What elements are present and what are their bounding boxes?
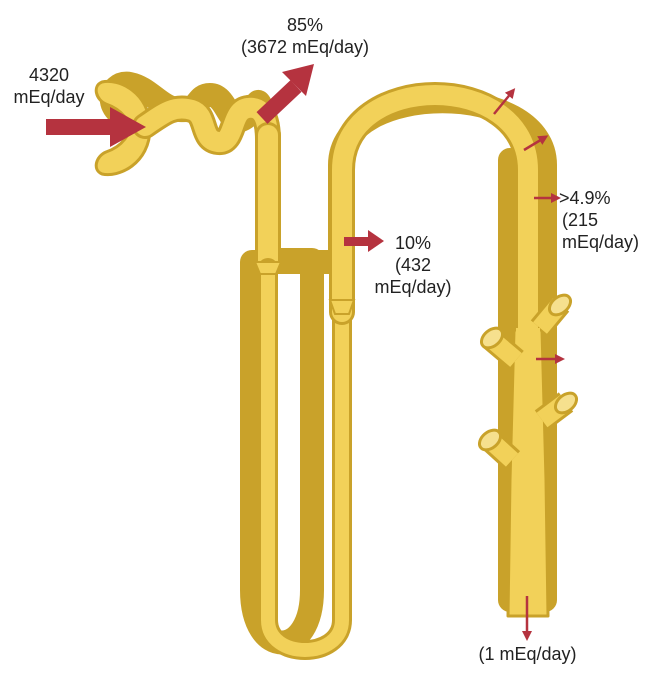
descending-limb [253, 122, 352, 660]
loop-amount: (432 [394, 255, 432, 275]
proximal-amount: (3672 mEq/day) [240, 37, 370, 57]
tubule [99, 71, 557, 655]
distal-label: >4.9% (215 mEq/day) [559, 187, 639, 253]
filtered-load-label: 4320 mEq/day [4, 64, 94, 108]
proximal-percent: 85% [286, 15, 324, 35]
loop-label: 10% (432 mEq/day) [358, 232, 468, 298]
filtered-load-unit: mEq/day [13, 87, 85, 107]
proximal-convoluted-tubule [132, 94, 281, 155]
excretion-amount: (1 mEq/day) [478, 644, 577, 664]
collecting-duct-branches [477, 293, 579, 469]
collecting-duct [506, 328, 550, 618]
proximal-reabsorption-arrow [256, 64, 314, 124]
distal-unit: mEq/day) [562, 232, 640, 252]
distal-arrow-2 [523, 135, 549, 152]
distal-percent: >4.9% [559, 188, 611, 208]
excretion-label: (1 mEq/day) [455, 643, 600, 665]
loop-percent: 10% [394, 233, 432, 253]
filtered-load-value: 4320 [28, 65, 70, 85]
ascending-limb-and-distal-tubule [328, 82, 541, 613]
arrows [46, 64, 565, 641]
loop-unit: mEq/day) [374, 277, 452, 297]
tubule-outline [99, 71, 557, 655]
filtered-load-arrow [46, 107, 146, 147]
proximal-label: 85% (3672 mEq/day) [220, 14, 390, 58]
distal-arrow-1 [493, 88, 516, 115]
distal-amount: (215 [562, 210, 599, 230]
loop-reabsorption-arrow [344, 230, 384, 252]
